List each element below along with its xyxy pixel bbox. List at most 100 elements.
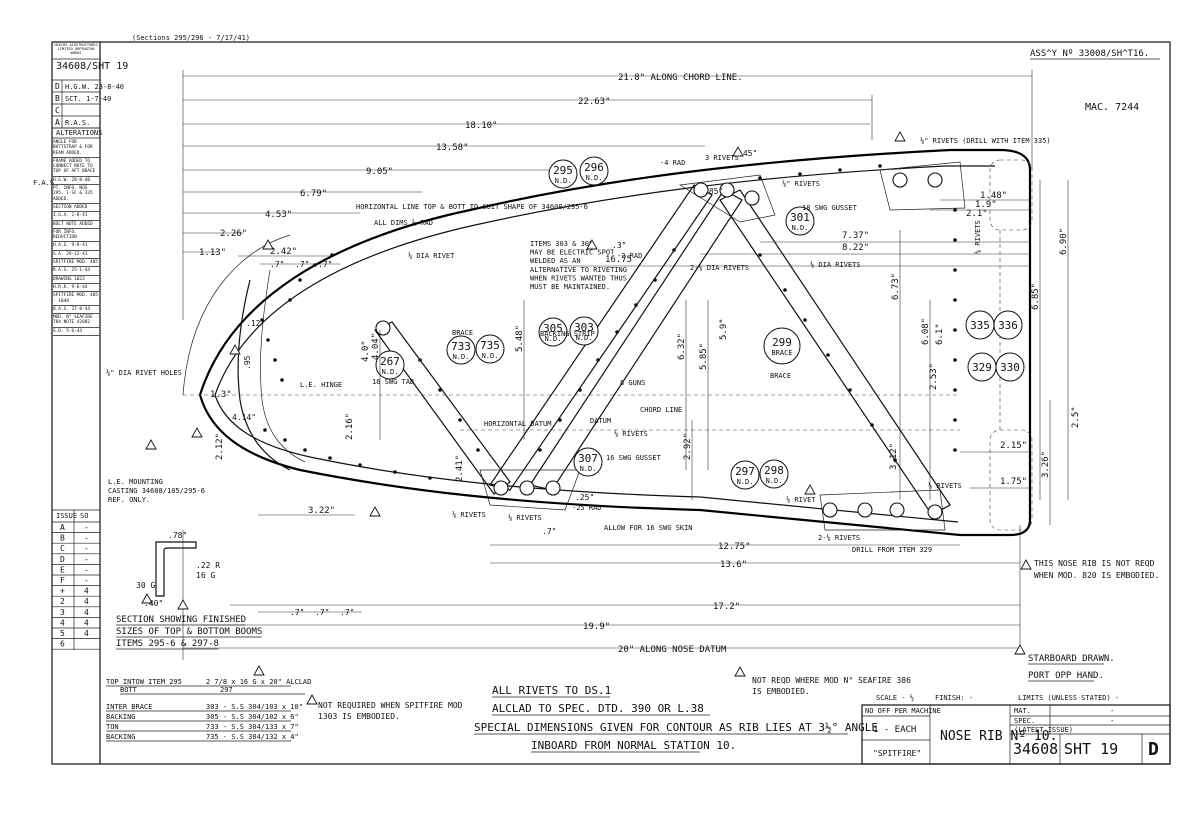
- note-alclad-spec: ALCLAD TO SPEC. DTD. 390 OR L.38: [492, 702, 704, 715]
- dim-along-nose: 20" ALONG NOSE DATUM: [618, 645, 727, 655]
- item-sub: N.D.: [576, 334, 593, 342]
- item-balloon: [730, 460, 760, 490]
- dim-0-95: .95: [243, 355, 252, 370]
- rivet: [798, 172, 802, 176]
- rivet: [558, 418, 562, 422]
- rivet: [653, 278, 657, 282]
- dim-8-22: 8.22": [842, 243, 869, 253]
- alteration-note: ANGLE FOR BUTTSTRAP & FOR REAM ADDED.: [53, 139, 100, 158]
- drawing-number: 34608: [1013, 740, 1058, 758]
- rivet: [838, 168, 842, 172]
- rivet: [328, 456, 332, 460]
- dim-6-85: 6.85": [1031, 283, 1041, 310]
- rivet: [303, 448, 307, 452]
- item-sub: N.D.: [555, 177, 572, 185]
- material-spec: 297: [220, 686, 233, 694]
- bottom-dimensions: 12.75" 13.6" 17.2" 19.9" 20" ALONG NOSE …: [182, 506, 1021, 660]
- hole: [857, 502, 873, 518]
- section-dim-h: .40": [144, 599, 163, 608]
- issue-code: 4: [60, 618, 65, 627]
- no-off-label: NO OFF PER MACHINE: [865, 707, 941, 715]
- item-number: 335: [970, 319, 990, 332]
- maker-box: HEACHS AIRSTRUCTURES LIMITED ORPINGTON W…: [54, 43, 97, 55]
- right-dimensions: 1.48" 1.9" 2.1" 7.37" 8.22" 16.75 6.73" …: [560, 180, 1081, 525]
- dim-7-b: .7": [295, 260, 309, 269]
- outer-contour-bottom: [198, 394, 961, 537]
- le-casting-line: L.E. MOUNTING: [108, 478, 163, 486]
- brace-mid-diagonal-2: [529, 189, 743, 491]
- rivet: [358, 463, 362, 467]
- dim-7-e: .7": [315, 608, 329, 617]
- rivet: [634, 303, 638, 307]
- callout-rivets-top: ⅛" RIVETS (DRILL WITH ITEM 335): [920, 136, 1051, 145]
- dim-4-0: 4.0": [361, 340, 371, 362]
- callout-backing-strip: BACKING STRIP: [540, 330, 595, 338]
- dim-4-53: 4.53": [265, 210, 292, 220]
- rivet: [476, 448, 480, 452]
- dim-9-05: 9.05": [366, 167, 393, 177]
- issue-so: -: [84, 565, 89, 574]
- nose-flange: [237, 279, 291, 471]
- rivet: [953, 208, 957, 212]
- top-dimensions: 21.8" ALONG CHORD LINE. 22.63" 18.10" 13…: [182, 70, 1033, 320]
- item-balloon: [538, 317, 568, 347]
- section-title-line: SIZES OF TOP & BOTTOM BOOMS: [116, 627, 262, 637]
- items-note-line: WHEN RIVETS WANTED THUS: [530, 274, 627, 282]
- alteration-note: FOR INFO. REDUCTION: [53, 229, 100, 243]
- dim-7-c: .7": [318, 260, 332, 269]
- rivet: [878, 164, 882, 168]
- callout-tie-note: HORIZONTAL LINE TOP & BOTT TO SUIT SHAPE…: [356, 203, 588, 211]
- guns-label: 8 GUNS: [620, 379, 645, 387]
- dim-2-26: 2.26": [220, 229, 247, 239]
- hole: [693, 182, 709, 198]
- material-item: INTER BRACE: [106, 703, 152, 711]
- rivet: [953, 448, 957, 452]
- note-rivets-spec: ALL RIVETS TO DS.1: [492, 684, 611, 697]
- dim-18-10: 18.10": [465, 121, 498, 131]
- note-inboard: INBOARD FROM NORMAL STATION 10.: [531, 739, 736, 752]
- alteration-notes: ANGLE FOR BUTTSTRAP & FOR REAM ADDED.FRA…: [53, 139, 100, 337]
- dim-1-9: 1.9": [975, 200, 997, 210]
- revision-triangle-icon: [306, 694, 318, 705]
- hole: [892, 172, 908, 188]
- mac-reference: MAC. 7244: [1085, 102, 1139, 113]
- items-note-line: WELDED AS AN: [530, 257, 581, 265]
- issue-header-so: SO: [80, 512, 88, 520]
- rivet: [438, 388, 442, 392]
- revision-letter: D: [55, 82, 60, 91]
- inner-dimensions: 5.48" 6.32" 5.85" 5.9" 4.04" 4.0" 2.92" …: [210, 149, 939, 536]
- item-sub: N.D.: [586, 174, 603, 182]
- spar-cutout-bottom: [989, 429, 1033, 531]
- spar-top-gusset: [879, 161, 966, 211]
- revision-triangle-icon: [804, 484, 816, 495]
- item-number: 330: [1000, 361, 1020, 374]
- dim-6-32: 6.32": [677, 333, 687, 360]
- rivet: [615, 330, 619, 334]
- rivet: [313, 263, 317, 267]
- callout-dia-rivets-2: 2-⅛ DIA RIVETS: [690, 263, 749, 272]
- revision-triangle-icon: [191, 427, 203, 438]
- rivet: [826, 353, 830, 357]
- callout-rivets-spar: ⅛ RIVETS: [973, 220, 982, 254]
- section-dim-thk: 16 G: [196, 571, 215, 580]
- dim-16-75: 16.75: [605, 255, 632, 265]
- issue-so: -: [84, 523, 89, 532]
- issue-code: 3: [60, 608, 65, 617]
- item-balloon: [993, 310, 1023, 340]
- rivet: [672, 248, 676, 252]
- alteration-notes-box: ANGLE FOR BUTTSTRAP & FOR REAM ADDED.FRA…: [53, 139, 100, 337]
- rivet: [848, 388, 852, 392]
- title-block: SCALE - ½ FINISH: - LIMITS (UNLESS STATE…: [861, 694, 1171, 765]
- dim-1-75: 1.75": [1000, 477, 1027, 487]
- dim-22-63: 22.63": [578, 97, 611, 107]
- item-sub: BRACE: [771, 349, 792, 357]
- dim-0-7-g: .7": [542, 527, 556, 536]
- alteration-note: H.G.W. 28-8-40: [53, 177, 100, 186]
- alteration-note: DRAWING 1023: [53, 276, 100, 284]
- material-spec: 2 7/8 x 16 G x 20" ALCLAD: [206, 678, 311, 686]
- issue-code: 2: [60, 597, 65, 606]
- issue-code: B: [60, 534, 65, 543]
